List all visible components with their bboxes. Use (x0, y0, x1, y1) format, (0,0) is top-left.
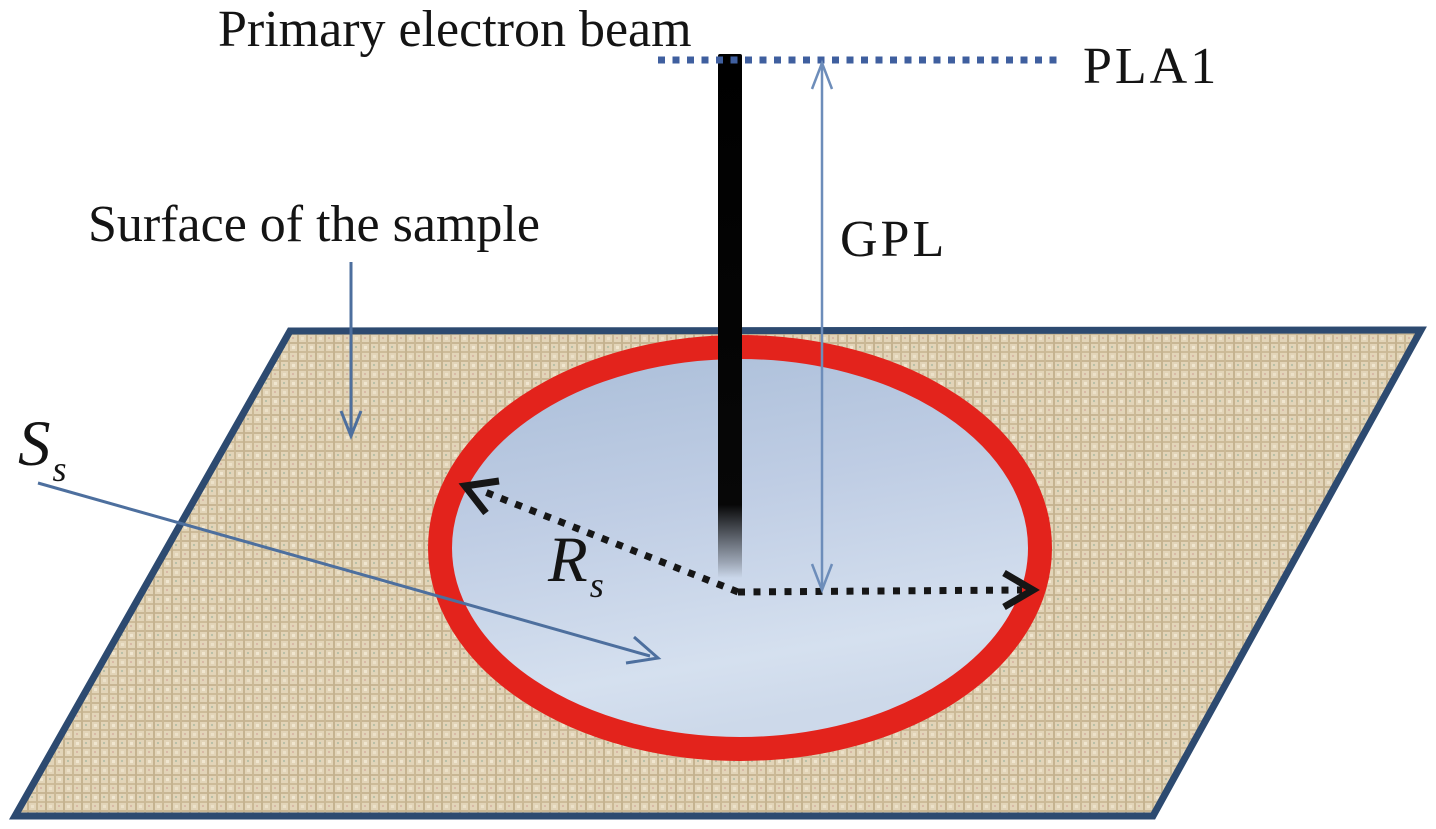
rs-subscript: s (589, 565, 604, 605)
rs-main: R (548, 524, 588, 596)
radius-arrowhead-upleft-icon (458, 477, 500, 516)
surface-pointer-arrowhead-icon (339, 410, 363, 441)
label-spot-area-symbol: Ss (18, 412, 67, 488)
ss-pointer-line (37, 481, 651, 658)
ss-subscript: s (52, 449, 67, 489)
radius-dotted-line-right (737, 586, 1023, 596)
radius-arrowhead-right-icon (1002, 569, 1040, 611)
ss-pointer-arrowhead-icon (625, 635, 662, 665)
gpl-arrowhead-up-icon (810, 59, 834, 90)
title-primary-electron-beam: Primary electron beam (218, 1, 692, 58)
label-pla1: PLA1 (1083, 38, 1220, 95)
electron-beam (718, 54, 742, 578)
label-spot-radius-symbol: Rs (548, 528, 604, 604)
ss-main: S (18, 408, 51, 480)
label-gpl: GPL (840, 211, 948, 268)
gpl-arrowhead-down-icon (810, 563, 834, 594)
label-surface-of-sample: Surface of the sample (88, 196, 540, 253)
